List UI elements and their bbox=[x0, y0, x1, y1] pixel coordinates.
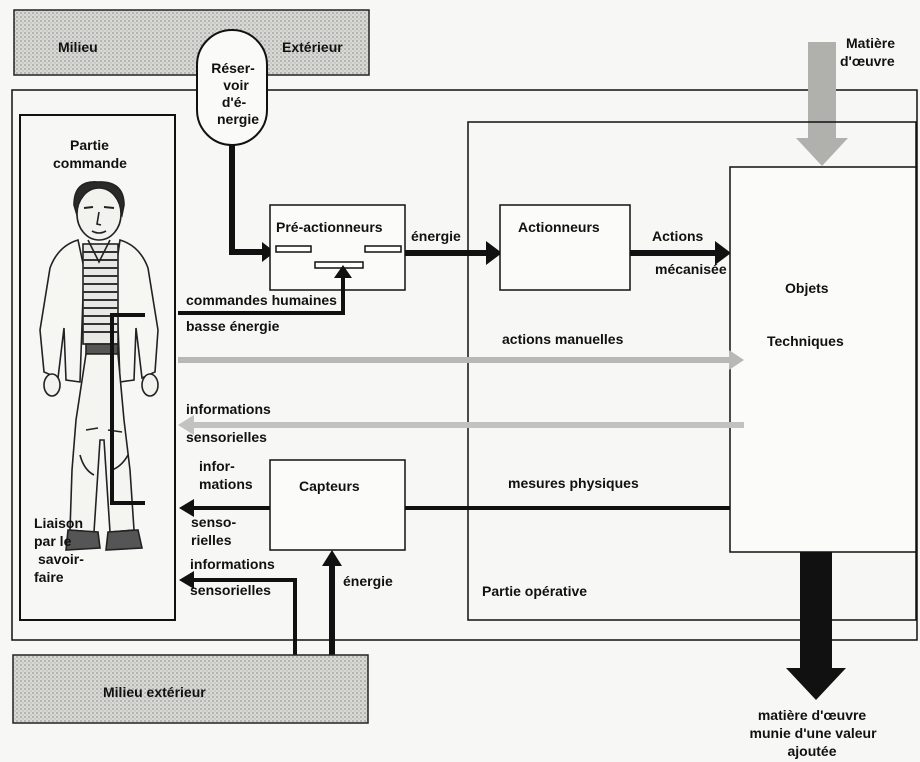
top-environment-band bbox=[13, 9, 370, 76]
top-band-right-label: Extérieur bbox=[282, 39, 343, 55]
preactionneurs-valve-right bbox=[364, 245, 402, 253]
milieu-info-arrowhead bbox=[179, 571, 194, 589]
capteurs-energie-arrowhead bbox=[322, 550, 342, 566]
savoir-faire-label: Liaison par le savoir- faire bbox=[34, 515, 88, 585]
commandes-humaines-label: commandes humaines bbox=[186, 292, 337, 308]
mesures-physiques-label: mesures physiques bbox=[508, 475, 639, 491]
partie-operative-label: Partie opérative bbox=[482, 583, 587, 599]
capteurs-label: Capteurs bbox=[299, 478, 360, 494]
milieu-info-line bbox=[194, 578, 297, 655]
capteurs-info-arrowhead bbox=[179, 499, 194, 517]
matiere-oeuvre-input-label: Matière d'œuvre bbox=[840, 35, 899, 69]
top-band-left-label: Milieu bbox=[58, 39, 98, 55]
reservoir-energy-line bbox=[229, 145, 262, 255]
actionneurs-label: Actionneurs bbox=[518, 219, 600, 235]
energie-flow-arrowhead bbox=[486, 241, 502, 265]
preactionneurs-label: Pré-actionneurs bbox=[276, 219, 383, 235]
matiere-oeuvre-input-arrow bbox=[796, 42, 848, 166]
basse-energie-label: basse énergie bbox=[186, 318, 280, 334]
savoir-faire-link-bracket bbox=[110, 313, 145, 505]
bottom-band-label: Milieu extérieur bbox=[103, 684, 206, 700]
commandes-humaines-arrowhead bbox=[334, 265, 352, 278]
output-arrow bbox=[786, 552, 846, 700]
partie-commande-title: Partie commande bbox=[53, 137, 127, 171]
actions-manuelles-arrowhead bbox=[729, 350, 744, 370]
actionneurs-block bbox=[499, 204, 631, 291]
actions-label: Actions bbox=[652, 228, 704, 244]
energie-flow-label: énergie bbox=[411, 228, 461, 244]
system-frame bbox=[11, 89, 918, 641]
capteurs-block bbox=[269, 459, 406, 551]
actions-flow-arrowhead bbox=[715, 241, 731, 265]
actions-manuelles-label: actions manuelles bbox=[502, 331, 624, 347]
objets-techniques-label: Objets Techniques bbox=[767, 280, 844, 349]
mecanisee-label: mécanisée bbox=[655, 261, 727, 277]
informations-sensorielles-label-2: infor- mations senso- rielles bbox=[191, 458, 257, 548]
informations-sensorielles-gray-arrowhead bbox=[178, 415, 194, 435]
output-label: matière d'œuvre munie d'une valeur ajout… bbox=[750, 707, 881, 759]
informations-sensorielles-label-3: informations sensorielles bbox=[190, 556, 279, 598]
commandes-humaines-line bbox=[178, 276, 345, 315]
reservoir-text: Réser- voir d'é- nergie bbox=[211, 60, 259, 127]
bottom-environment-band bbox=[12, 654, 369, 724]
preactionneurs-valve-slide bbox=[314, 261, 364, 269]
informations-sensorielles-label-1: informations sensorielles bbox=[186, 401, 275, 445]
reservoir-energy-arrowhead bbox=[262, 242, 275, 262]
capteurs-energie-label: énergie bbox=[343, 573, 393, 589]
partie-commande-panel bbox=[19, 114, 176, 621]
operator-figure-illustration bbox=[39, 181, 159, 551]
preactionneurs-valve-left bbox=[275, 245, 312, 253]
objets-techniques-block bbox=[729, 166, 917, 553]
